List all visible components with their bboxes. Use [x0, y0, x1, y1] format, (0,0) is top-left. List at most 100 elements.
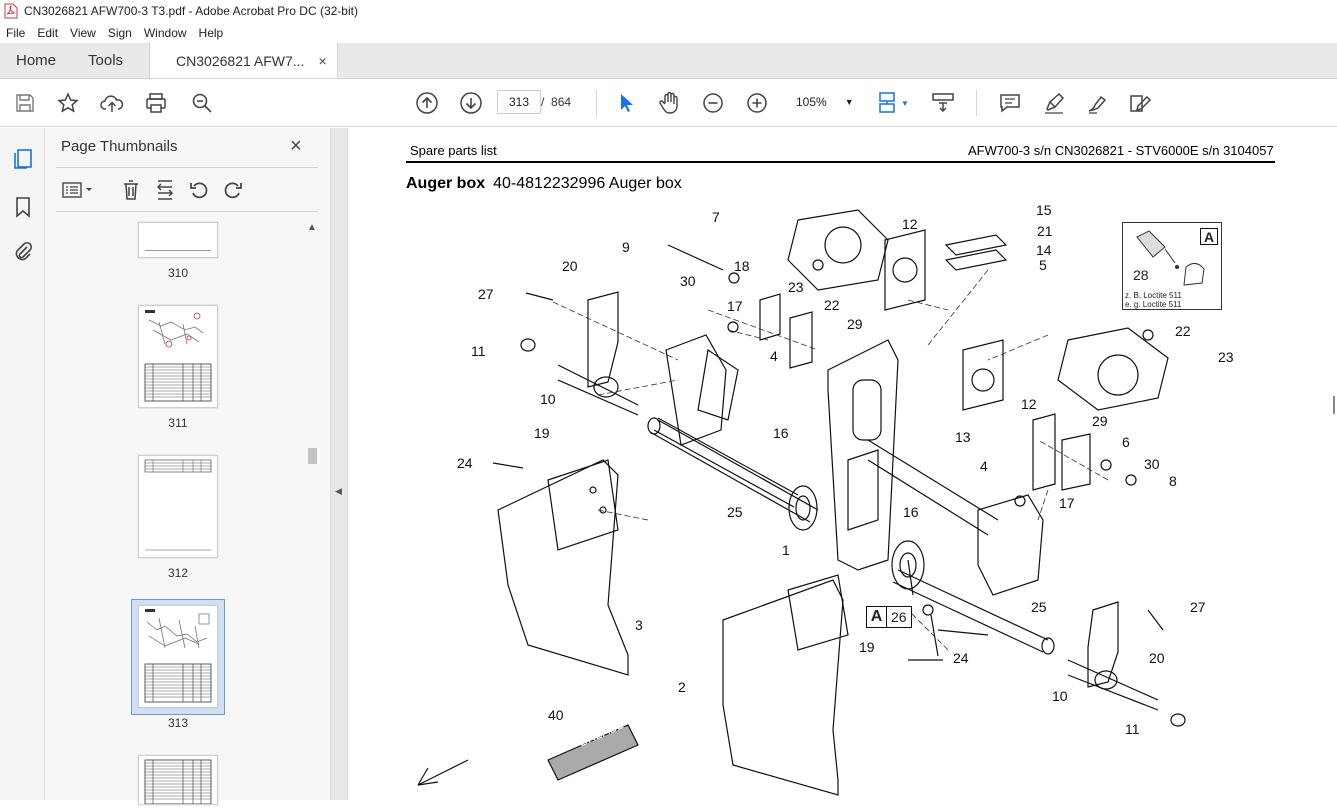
acrobat-pdf-icon	[4, 3, 18, 19]
page-title-part-number: 40-4812232996 Auger box	[493, 175, 682, 192]
detail-reference-number: 26	[891, 609, 907, 625]
main-toolbar	[0, 79, 1337, 127]
callout-label: 10	[540, 391, 556, 407]
callout-label: 17	[1059, 495, 1075, 511]
zoom-out-icon[interactable]	[701, 91, 725, 115]
page-thumbnail[interactable]	[138, 455, 218, 558]
zoom-level-value: 105%	[796, 95, 827, 109]
navigation-rail	[0, 128, 45, 800]
print-icon[interactable]	[144, 91, 168, 115]
page-fit-dropdown-icon[interactable]: ▼	[901, 98, 909, 108]
callout-label: 21	[1037, 223, 1053, 239]
page-number-input[interactable]: 313	[497, 90, 541, 114]
page-thumbnail[interactable]	[138, 305, 218, 408]
callout-label: 12	[902, 216, 918, 232]
callout-label: 25	[727, 504, 743, 520]
toolbar-divider	[596, 90, 597, 116]
callout-label: 4	[770, 348, 778, 364]
callout-label: 12	[1021, 396, 1037, 412]
scrollbar-thumb[interactable]	[308, 448, 317, 464]
bookmarks-icon[interactable]	[10, 194, 36, 220]
bookmark-star-icon[interactable]	[56, 91, 80, 115]
save-icon[interactable]	[13, 91, 37, 115]
tab-home[interactable]: Home	[16, 52, 57, 69]
menu-file[interactable]: File	[6, 25, 26, 40]
panel-title: Page Thumbnails	[61, 138, 178, 155]
note-part-number: 28	[1133, 267, 1149, 283]
fill-sign-icon[interactable]	[1086, 91, 1110, 115]
scroll-mode-icon[interactable]	[931, 91, 955, 115]
zoom-level-select[interactable]: 105% ▼	[786, 90, 858, 114]
loctite-bottle-icon	[1136, 230, 1205, 286]
next-page-icon[interactable]	[459, 91, 483, 115]
zoom-search-icon[interactable]	[190, 91, 214, 115]
attachments-paperclip-icon[interactable]	[10, 239, 36, 265]
zoom-in-icon[interactable]	[745, 91, 769, 115]
page-title-bold: Auger box	[406, 175, 486, 192]
page-thumbnails-panel: Page Thumbnails × 310 311	[46, 128, 330, 805]
detail-reference-letter: A	[867, 607, 887, 627]
previous-page-icon[interactable]	[415, 91, 439, 115]
highlight-pen-icon[interactable]	[1042, 91, 1066, 115]
menu-view[interactable]: View	[70, 25, 96, 40]
total-pages: 864	[551, 95, 572, 109]
panel-close-icon[interactable]: ×	[290, 135, 302, 157]
panel-splitter[interactable]: ◀	[330, 128, 348, 800]
collapse-panel-icon[interactable]: ◀	[335, 486, 342, 496]
thumbnail-page-label: 312	[167, 566, 189, 580]
callout-label: 24	[953, 650, 969, 666]
tab-close-icon[interactable]: ×	[318, 52, 327, 69]
document-scrollbar-thumb[interactable]	[1333, 396, 1335, 414]
callout-label: 30	[680, 273, 696, 289]
thumbnail-scrollbar[interactable]: ▲	[306, 222, 318, 800]
callout-label: 4	[980, 458, 988, 474]
callout-label: 22	[824, 297, 840, 313]
tab-document[interactable]: CN3026821 AFW7... ×	[149, 43, 338, 78]
page-header-left: Spare parts list	[410, 143, 497, 158]
rotate-left-icon[interactable]	[188, 179, 210, 201]
page-thumbnails-icon[interactable]	[10, 146, 36, 172]
menu-window[interactable]: Window	[143, 25, 187, 40]
tab-bar: Home Tools CN3026821 AFW7... ×	[0, 43, 1337, 79]
page-header-right: AFW700-3 s/n CN3026821 - STV6000E s/n 31…	[968, 143, 1274, 158]
detail-reference-box: A 26	[866, 606, 912, 628]
callout-label: 30	[1144, 456, 1160, 472]
menu-sign[interactable]: Sign	[107, 25, 132, 40]
cloud-upload-icon[interactable]	[100, 91, 124, 115]
menu-help[interactable]: Help	[198, 25, 224, 40]
callout-label: 7	[712, 209, 720, 225]
rotate-right-icon[interactable]	[222, 179, 244, 201]
callout-label: 18	[734, 258, 750, 274]
callout-label: 15	[1036, 202, 1052, 218]
page-thumbnail[interactable]	[138, 222, 218, 258]
callout-label: 27	[1190, 599, 1206, 615]
page-thumbnail[interactable]	[138, 755, 218, 805]
callout-label: 2	[678, 679, 686, 695]
delete-page-icon[interactable]	[120, 179, 142, 201]
detail-letter: A	[1200, 228, 1218, 245]
tab-tools[interactable]: Tools	[88, 52, 124, 69]
menu-edit[interactable]: Edit	[37, 25, 59, 40]
hand-tool-icon[interactable]	[657, 91, 681, 115]
callout-label: 27	[478, 286, 494, 302]
comment-icon[interactable]	[998, 91, 1022, 115]
toolbar-divider	[976, 90, 977, 116]
panel-divider	[56, 211, 318, 212]
callout-label: 3	[635, 617, 643, 633]
more-tools-icon[interactable]	[1129, 91, 1153, 115]
select-cursor-icon[interactable]	[614, 91, 638, 115]
page-fit-icon[interactable]	[876, 91, 900, 115]
extract-page-icon[interactable]	[154, 179, 176, 201]
callout-label: 14	[1036, 242, 1052, 258]
page-thumbnail-selected[interactable]	[138, 605, 218, 708]
window-title: CN3026821 AFW700-3 T3.pdf - Adobe Acroba…	[24, 4, 358, 18]
tab-document-label: CN3026821 AFW7...	[176, 52, 305, 69]
thumbnail-page-label: 313	[167, 716, 189, 730]
callout-label: 5	[1039, 257, 1047, 273]
scroll-up-icon[interactable]: ▲	[307, 222, 317, 233]
thumbnail-options-icon[interactable]	[60, 179, 96, 201]
callout-label: 29	[1092, 413, 1108, 429]
callout-label: 24	[457, 455, 473, 471]
document-scrollbar[interactable]	[1330, 128, 1337, 800]
title-bar: CN3026821 AFW700-3 T3.pdf - Adobe Acroba…	[0, 0, 1337, 22]
